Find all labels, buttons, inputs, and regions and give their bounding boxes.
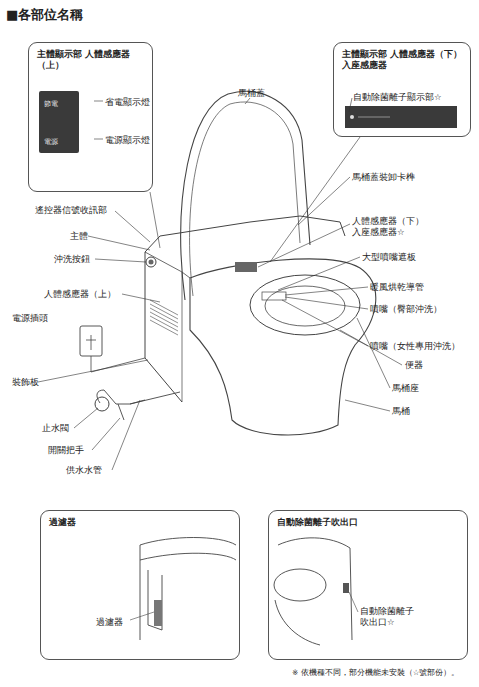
part-name: 止水閥 (42, 423, 92, 434)
part-name: 過濾器 (96, 617, 146, 628)
part-name: 人體感應器（下） 入座感應器☆ (352, 216, 432, 238)
part-name: 噴嘴（女性專用沖洗） (370, 341, 478, 352)
inset-heading: 主體顯示部 人體感應器（下） 入座感應器 (342, 49, 464, 71)
part-name: 便器 (405, 360, 445, 371)
part-name: 主體 (70, 231, 110, 242)
part-name: 噴嘴（臀部沖洗） (370, 304, 470, 315)
sensor (235, 262, 257, 272)
part-name: 供水水管 (66, 465, 126, 476)
part-name: 電源插頭 (12, 313, 72, 324)
inset-box: 主體顯示部 人體感應器（下） 入座感應器 (333, 42, 471, 137)
part-name: 馬桶座 (392, 383, 442, 394)
part-name: 大型噴嘴遮板 (362, 252, 452, 263)
part-name: 沖洗按鈕 (54, 254, 104, 265)
part-name: 裝飾板 (12, 377, 62, 388)
inset-box: 自動除菌離子吹出口 (268, 510, 468, 660)
lid (181, 91, 310, 300)
part-name: 自動除菌離子 吹出口☆ (360, 606, 420, 628)
part-name: 人體感應器（上） (44, 289, 134, 300)
part-name: 遙控器信號收訊部 (35, 205, 135, 216)
part-name: 開關把手 (48, 445, 108, 456)
part-name: 自動除菌離子顯示部☆ (353, 92, 463, 103)
inset-heading: 自動除菌離子吹出口 (277, 517, 461, 528)
page-title: ■各部位名稱 (6, 6, 83, 24)
footnote: ※ 依機種不同，部分機能未安裝（☆號部份）。 (292, 667, 477, 678)
part-name: 省電顯示燈 (105, 97, 155, 108)
inset-heading: 主體顯示部 人體感應器（上） (37, 49, 146, 71)
display-panel (345, 106, 457, 128)
flush-button (146, 257, 156, 267)
inset-heading: 過濾器 (49, 517, 233, 528)
leader-lines (38, 98, 402, 470)
panel-text: 節電 (44, 100, 58, 108)
nozzle (262, 292, 286, 300)
bowl (190, 259, 376, 435)
part-name: 電源顯示燈 (105, 135, 155, 146)
part-name: 馬桶 (392, 406, 442, 417)
part-name: 馬桶蓋裝卸卡榫 (352, 172, 452, 183)
inset-box: 主體顯示部 人體感應器（上） 節電電源 (28, 42, 153, 192)
ion-outlet-illustration (274, 538, 358, 645)
part-name: 暖風烘乾導管 (370, 282, 460, 293)
part-name: 馬桶蓋 (238, 88, 288, 99)
filter-illustration (130, 538, 236, 641)
seat (250, 275, 360, 335)
panel-text: 電源 (44, 138, 58, 146)
inset-box: 過濾器 (40, 510, 240, 660)
display-panel: 節電電源 (39, 91, 79, 153)
vent-grille (150, 300, 178, 335)
